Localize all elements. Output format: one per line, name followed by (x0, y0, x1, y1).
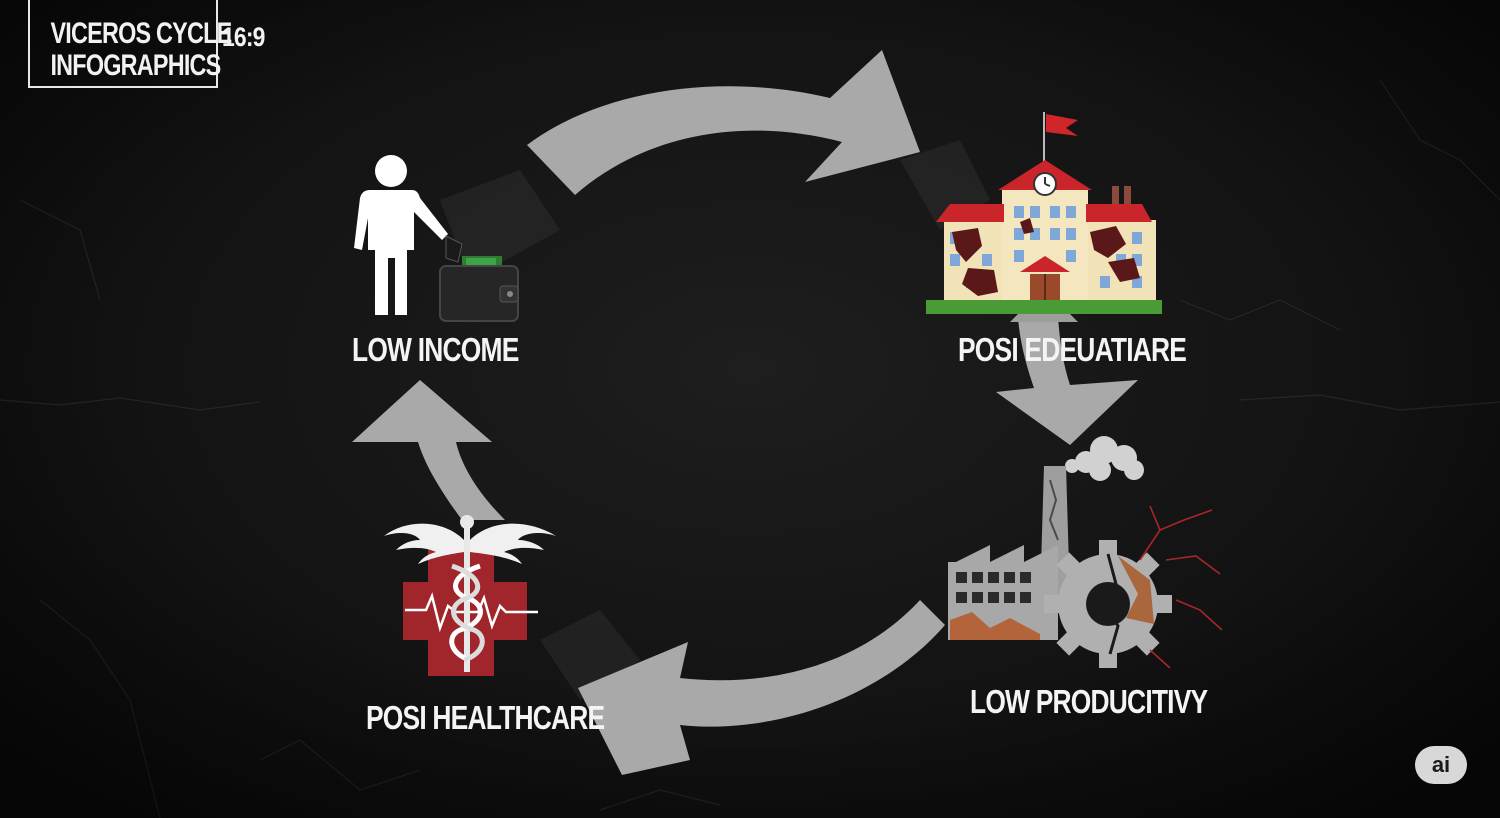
stage-label-healthcare: POSI HEALTHCARE (366, 699, 605, 736)
broken-factory-gear-icon (948, 436, 1223, 669)
damaged-school-icon (926, 112, 1162, 322)
arrow-income-to-education (527, 50, 920, 195)
person-with-wallet-icon (354, 155, 519, 322)
aspect-ratio-label: 16:9 (222, 22, 265, 52)
arrow-education-to-productivity (996, 318, 1138, 445)
ai-badge: ai (1415, 746, 1467, 784)
stage-label-low-income: LOW INCOME (352, 331, 519, 368)
title-box: VICEROS CYCLE INFOGRAPHICS (28, 0, 232, 88)
title-line-1: VICEROS CYCLE (50, 17, 232, 50)
title-line-2: INFOGRAPHICS (50, 49, 221, 82)
caduceus-medical-cross-icon (384, 515, 556, 676)
stage-label-productivity: LOW PRODUCITIVY (970, 683, 1208, 720)
arrow-productivity-to-healthcare (578, 600, 945, 775)
arrow-healthcare-to-income (352, 380, 505, 520)
stage-label-education: POSI EDEUATIARE (958, 331, 1187, 368)
